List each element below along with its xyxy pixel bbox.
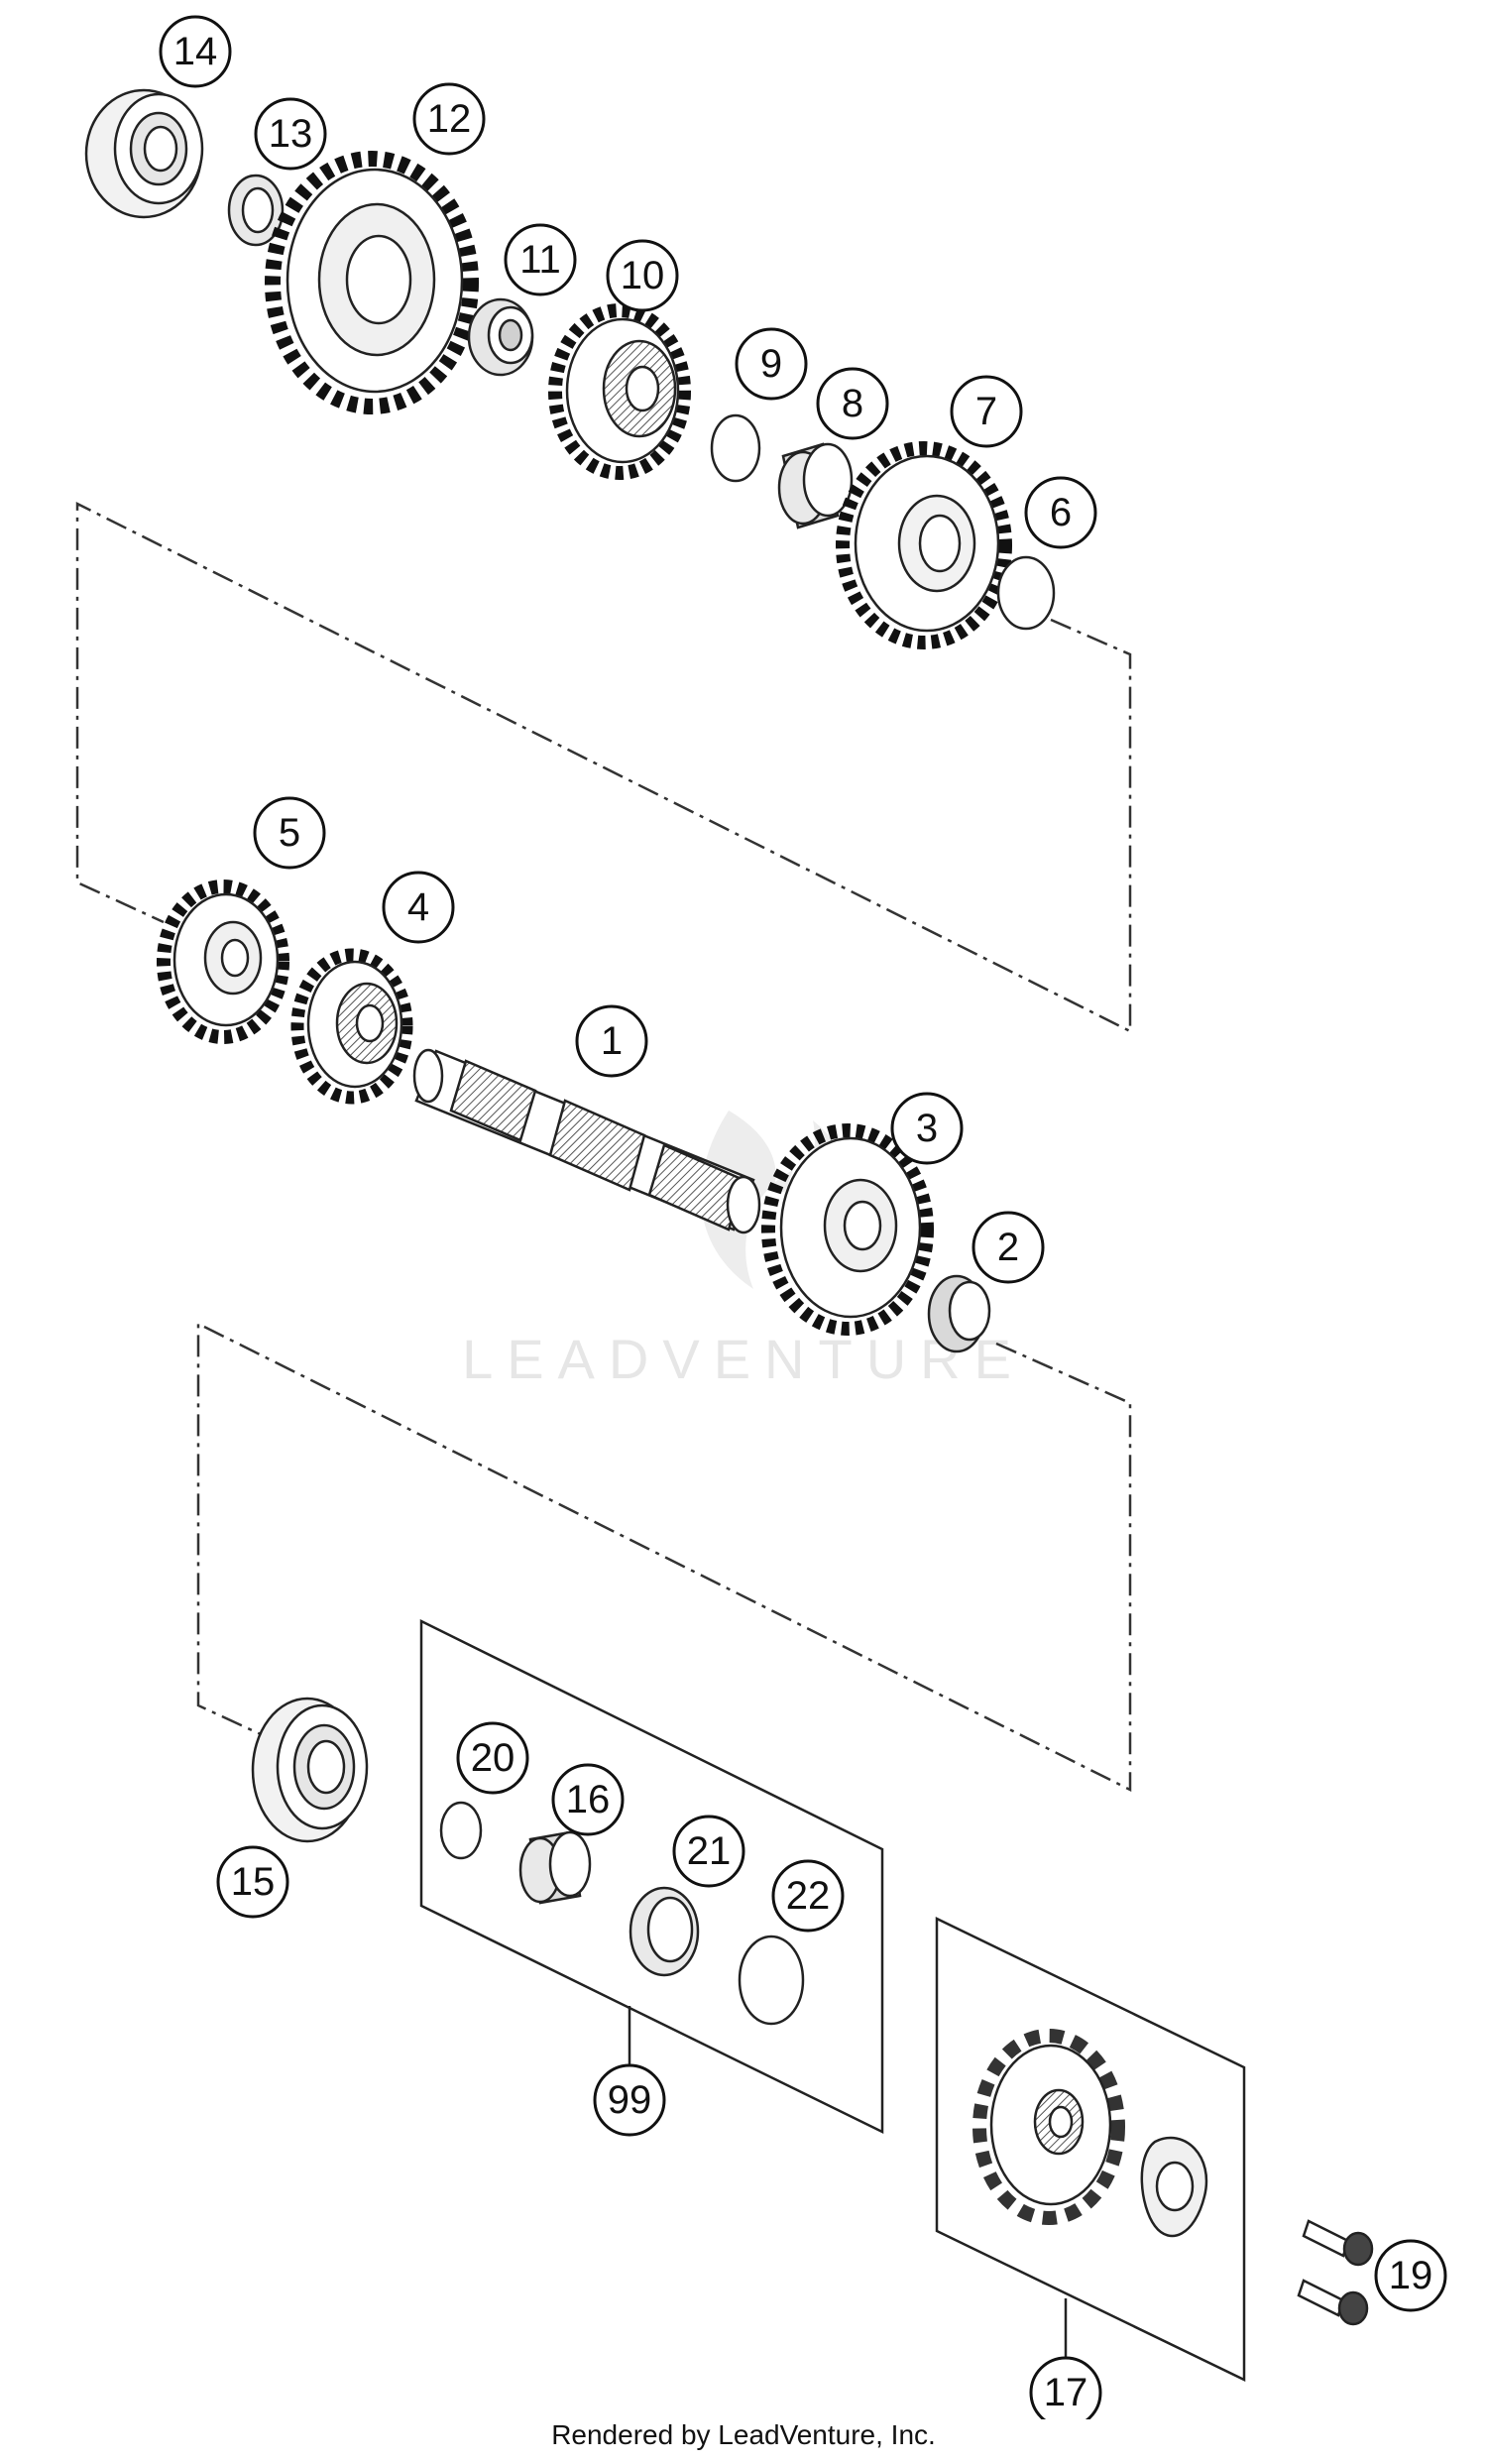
bearing-icon (251, 1697, 369, 1843)
footer-credit: Rendered by LeadVenture, Inc. (551, 2419, 936, 2450)
callout-17[interactable]: 17 (1029, 2356, 1102, 2419)
svg-text:17: 17 (1044, 2371, 1088, 2414)
svg-text:13: 13 (269, 112, 313, 156)
washer-icon (996, 555, 1056, 631)
shaft-icon (412, 1048, 761, 1234)
bushing-icon (927, 1274, 991, 1353)
bolt-icon (1302, 2219, 1374, 2267)
callout-3[interactable]: 3 (890, 1092, 964, 1165)
bushing-icon (777, 442, 854, 529)
parts (84, 88, 1374, 2326)
callout-14[interactable]: 14 (159, 15, 232, 88)
svg-text:99: 99 (608, 2078, 652, 2122)
callout-19[interactable]: 19 (1374, 2239, 1447, 2312)
callout-11[interactable]: 11 (504, 223, 577, 296)
gear-icon (836, 441, 1012, 649)
svg-text:8: 8 (842, 382, 863, 425)
gear-icon (290, 948, 413, 1105)
callout-16[interactable]: 16 (551, 1763, 625, 1836)
gear-icon (548, 303, 691, 480)
bushing-icon (467, 297, 534, 377)
svg-text:2: 2 (997, 1226, 1019, 1269)
callout-10[interactable]: 10 (606, 239, 679, 312)
lower-dashed-frame (196, 1321, 1132, 1793)
sprocket-icon (972, 2029, 1125, 2225)
gear-icon (157, 880, 289, 1044)
kit-99-frame (419, 1618, 884, 2135)
callout-99[interactable]: 99 (593, 2063, 666, 2137)
callout-4[interactable]: 4 (382, 871, 455, 944)
callout-22[interactable]: 22 (771, 1859, 845, 1933)
svg-text:10: 10 (621, 254, 665, 297)
svg-text:1: 1 (601, 1019, 623, 1063)
callout-7[interactable]: 7 (950, 375, 1023, 448)
callouts: 14 13 12 11 10 9 8 7 6 5 4 1 3 2 15 20 1… (159, 15, 1447, 2419)
svg-text:20: 20 (471, 1736, 515, 1780)
bearing-icon (84, 88, 204, 219)
washer-icon (629, 1886, 700, 1977)
callout-2[interactable]: 2 (972, 1211, 1045, 1284)
svg-text:5: 5 (279, 811, 300, 855)
svg-text:19: 19 (1389, 2254, 1433, 2297)
callout-9[interactable]: 9 (735, 327, 808, 401)
svg-text:7: 7 (975, 390, 997, 433)
callout-21[interactable]: 21 (672, 1815, 745, 1888)
callout-12[interactable]: 12 (412, 82, 486, 156)
lock-plate-icon (1140, 2136, 1208, 2238)
svg-text:16: 16 (566, 1778, 611, 1821)
svg-text:3: 3 (916, 1107, 938, 1150)
gear-icon (265, 151, 479, 414)
callout-15[interactable]: 15 (216, 1845, 289, 1919)
circlip-icon (738, 1935, 805, 2026)
svg-text:12: 12 (427, 97, 472, 141)
callout-5[interactable]: 5 (253, 796, 326, 870)
svg-text:11: 11 (519, 238, 561, 282)
callout-1[interactable]: 1 (575, 1004, 648, 1078)
circlip-icon (710, 413, 761, 483)
svg-text:6: 6 (1050, 491, 1072, 534)
callout-6[interactable]: 6 (1024, 476, 1097, 549)
svg-text:15: 15 (231, 1860, 276, 1904)
bushing-icon (518, 1830, 592, 1905)
svg-text:14: 14 (173, 30, 218, 73)
circlip-icon (439, 1801, 483, 1860)
svg-text:9: 9 (760, 342, 782, 386)
callout-8[interactable]: 8 (816, 367, 889, 440)
gear-icon (761, 1123, 934, 1336)
upper-dashed-frame (75, 501, 1132, 1034)
svg-text:22: 22 (786, 1874, 831, 1918)
assembly-lines (75, 501, 1246, 2382)
svg-text:21: 21 (687, 1829, 732, 1873)
washer-icon (227, 174, 285, 247)
callout-13[interactable]: 13 (254, 97, 327, 171)
bolt-icon (1297, 2279, 1369, 2326)
callout-20[interactable]: 20 (456, 1721, 529, 1795)
svg-text:4: 4 (407, 885, 429, 929)
watermark-text: LEADVENTURE (462, 1328, 1025, 1390)
kit-17-frame (935, 1917, 1246, 2382)
